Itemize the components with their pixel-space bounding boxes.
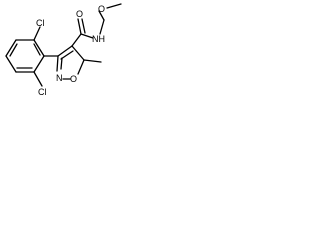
ethyl-bond-1 [99, 19, 105, 35]
atom-label-n-ring: N [56, 73, 63, 83]
carbonyl-carbon-bond [71, 33, 82, 47]
atom-label-o-amide: O [76, 9, 83, 19]
cl-bottom-bond [33, 71, 43, 87]
atom-label-cl-top: Cl [36, 18, 45, 28]
benzene-ring [5, 39, 45, 73]
cl-top-bond [33, 26, 41, 41]
carbonyl-double-bond-b [81, 18, 86, 34]
carbonyl-double-bond-a [77, 18, 82, 35]
methoxy-bond [106, 3, 122, 9]
atom-label-nh: NH [92, 34, 105, 44]
amide-n-bond [80, 33, 94, 39]
atom-label-o-ring: O [70, 74, 77, 84]
ethyl-bond-2 [98, 10, 105, 21]
isoxazole-ring [56, 45, 85, 80]
atom-label-o-methoxy: O [98, 4, 105, 14]
methyl-bond [83, 59, 102, 63]
atom-label-cl-bottom: Cl [38, 87, 47, 97]
chemical-structure-diagram: Cl Cl O O NH O N [5, 3, 122, 97]
